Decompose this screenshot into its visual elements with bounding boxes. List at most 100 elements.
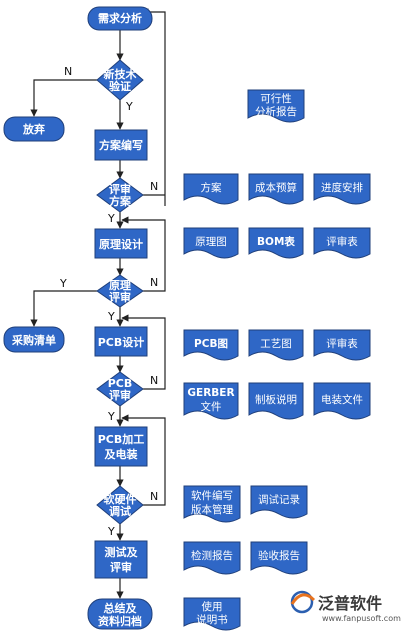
node-pcb-process-label-1: PCB加工 <box>98 432 145 446</box>
flow-node-texts: 需求分析 新技术 验证 放弃 方案编写 评审 方案 原理设计 原理 评审 采购清… <box>11 11 144 628</box>
doc-board-notes-label: 制板说明 <box>255 393 297 406</box>
doc-software-version-label-1: 软件编写 <box>191 489 233 502</box>
label-pcbreview-yes: Y <box>107 410 115 423</box>
doc-process-drawing-label: 工艺图 <box>260 338 292 350</box>
edge-debug-no-loop <box>121 414 166 506</box>
doc-plan-label: 方案 <box>201 181 222 194</box>
node-test-label-2: 评审 <box>110 560 132 574</box>
doc-pcb-drawing-label: PCB图 <box>194 338 228 350</box>
label-planreview-yes: Y <box>107 212 115 225</box>
doc-bom-label: BOM表 <box>257 235 295 248</box>
node-pcb-review-label-1: PCB <box>108 377 133 390</box>
node-test-shape <box>94 540 148 579</box>
document-shapes <box>183 89 371 631</box>
brand-logo: 泛普软件 www.fanpusoft.com <box>290 590 401 623</box>
doc-plan-shape <box>183 173 239 205</box>
flow-nodes <box>3 6 153 630</box>
node-schematic-label: 原理设计 <box>99 237 143 251</box>
node-plan-write-label: 方案编写 <box>99 138 143 152</box>
node-pcb-process-label-2: 及电装 <box>105 447 138 461</box>
node-plan-review-shape <box>96 177 144 213</box>
edge-schemreview-yes-purchase <box>30 290 97 327</box>
label-newtech-no: N <box>64 65 72 78</box>
label-schemreview-yes: Y <box>107 310 115 323</box>
edge-labels: N Y N Y Y N Y N Y N Y <box>59 65 158 538</box>
edge-pcbreview-no-loop <box>121 314 166 390</box>
node-summary-label-2: 资料归档 <box>98 614 142 628</box>
node-newtech-label-2: 验证 <box>109 79 131 93</box>
label-newtech-yes: Y <box>125 100 133 113</box>
node-plan-write-shape <box>94 129 148 161</box>
node-start-shape <box>87 6 153 31</box>
doc-review-2-shape <box>313 329 371 361</box>
node-schematic-review-shape <box>96 274 144 308</box>
node-purchase-label: 采购清单 <box>11 333 56 347</box>
node-summary-label-1: 总结及 <box>104 601 138 615</box>
label-pcbreview-no: N <box>150 374 158 387</box>
node-debug-label-2: 调试 <box>109 504 131 518</box>
logo-mark-icon <box>290 590 316 614</box>
node-schematic-shape <box>94 228 148 259</box>
doc-user-manual-shape <box>183 597 241 631</box>
node-pcb-process-shape <box>94 426 148 467</box>
node-newtech-shape <box>96 59 144 101</box>
label-planreview-no: N <box>150 180 158 193</box>
node-pcb-design-label: PCB设计 <box>98 335 145 349</box>
edge-schemreview-no-loop <box>121 216 166 292</box>
doc-feasibility-shape <box>247 89 305 123</box>
doc-assembly-label: 电装文件 <box>321 393 363 406</box>
node-pcb-review-shape <box>96 371 144 407</box>
doc-process-drawing-shape <box>248 329 304 361</box>
node-abandon-shape <box>3 116 65 142</box>
doc-cost-shape <box>248 173 304 205</box>
doc-bom-shape <box>248 227 304 259</box>
node-pcb-review-label-2: 评审 <box>109 388 131 402</box>
doc-schematic-diagram-label: 原理图 <box>195 236 227 248</box>
doc-review-2-label: 评审表 <box>326 337 358 350</box>
doc-software-version-label-2: 版本管理 <box>191 503 233 516</box>
doc-software-version-shape <box>183 485 241 523</box>
node-summary-shape <box>87 598 153 630</box>
doc-pcb-drawing-shape <box>183 329 239 361</box>
doc-inspection-label: 检测报告 <box>191 549 233 562</box>
doc-gerber-label-1: GERBER <box>187 387 234 399</box>
node-purchase-shape <box>3 326 65 353</box>
doc-acceptance-label: 验收报告 <box>258 549 300 562</box>
doc-cost-label: 成本预算 <box>255 181 297 194</box>
doc-inspection-shape <box>183 541 241 575</box>
edge-feedback-top <box>141 8 166 206</box>
node-test-label-1: 测试及 <box>105 545 139 559</box>
logo-name: 泛普软件 <box>318 594 382 613</box>
doc-debug-record-shape <box>250 485 308 519</box>
label-debug-yes: Y <box>107 525 115 538</box>
doc-feasibility-label-2: 分析报告 <box>255 105 297 118</box>
doc-acceptance-shape <box>250 541 308 575</box>
node-abandon-label: 放弃 <box>22 122 45 136</box>
doc-gerber-shape <box>183 382 239 420</box>
node-schematic-review-label-1: 原理 <box>109 279 131 292</box>
doc-board-notes-shape <box>248 382 304 420</box>
node-schematic-review-label-2: 评审 <box>109 290 131 304</box>
label-schemreview-yes-left: Y <box>59 277 67 290</box>
node-plan-review-label-2: 方案 <box>109 194 132 208</box>
doc-schedule-shape <box>313 173 371 205</box>
doc-gerber-label-2: 文件 <box>201 400 222 413</box>
doc-review-1-label: 评审表 <box>326 235 358 248</box>
doc-user-manual-label-2: 说明书 <box>196 613 228 626</box>
doc-user-manual-label-1: 使用 <box>202 600 223 613</box>
node-debug-label-1: 软硬件 <box>104 492 137 506</box>
edge-newtech-no-abandon <box>30 79 97 117</box>
doc-assembly-shape <box>313 382 371 420</box>
logo-url: www.fanpusoft.com <box>322 614 401 623</box>
doc-schematic-diagram-shape <box>183 227 239 259</box>
doc-schedule-label: 进度安排 <box>321 181 363 194</box>
label-debug-no: N <box>150 490 158 503</box>
node-debug-shape <box>96 485 144 525</box>
node-start-label: 需求分析 <box>98 11 142 25</box>
doc-review-1-shape <box>313 227 371 259</box>
flow-edges <box>30 8 166 599</box>
document-texts: 可行性 分析报告 方案 成本预算 进度安排 原理图 BOM表 评审表 PCB图 … <box>187 92 363 626</box>
node-newtech-label-1: 新技术 <box>104 67 137 81</box>
doc-feasibility-label-1: 可行性 <box>260 92 292 105</box>
